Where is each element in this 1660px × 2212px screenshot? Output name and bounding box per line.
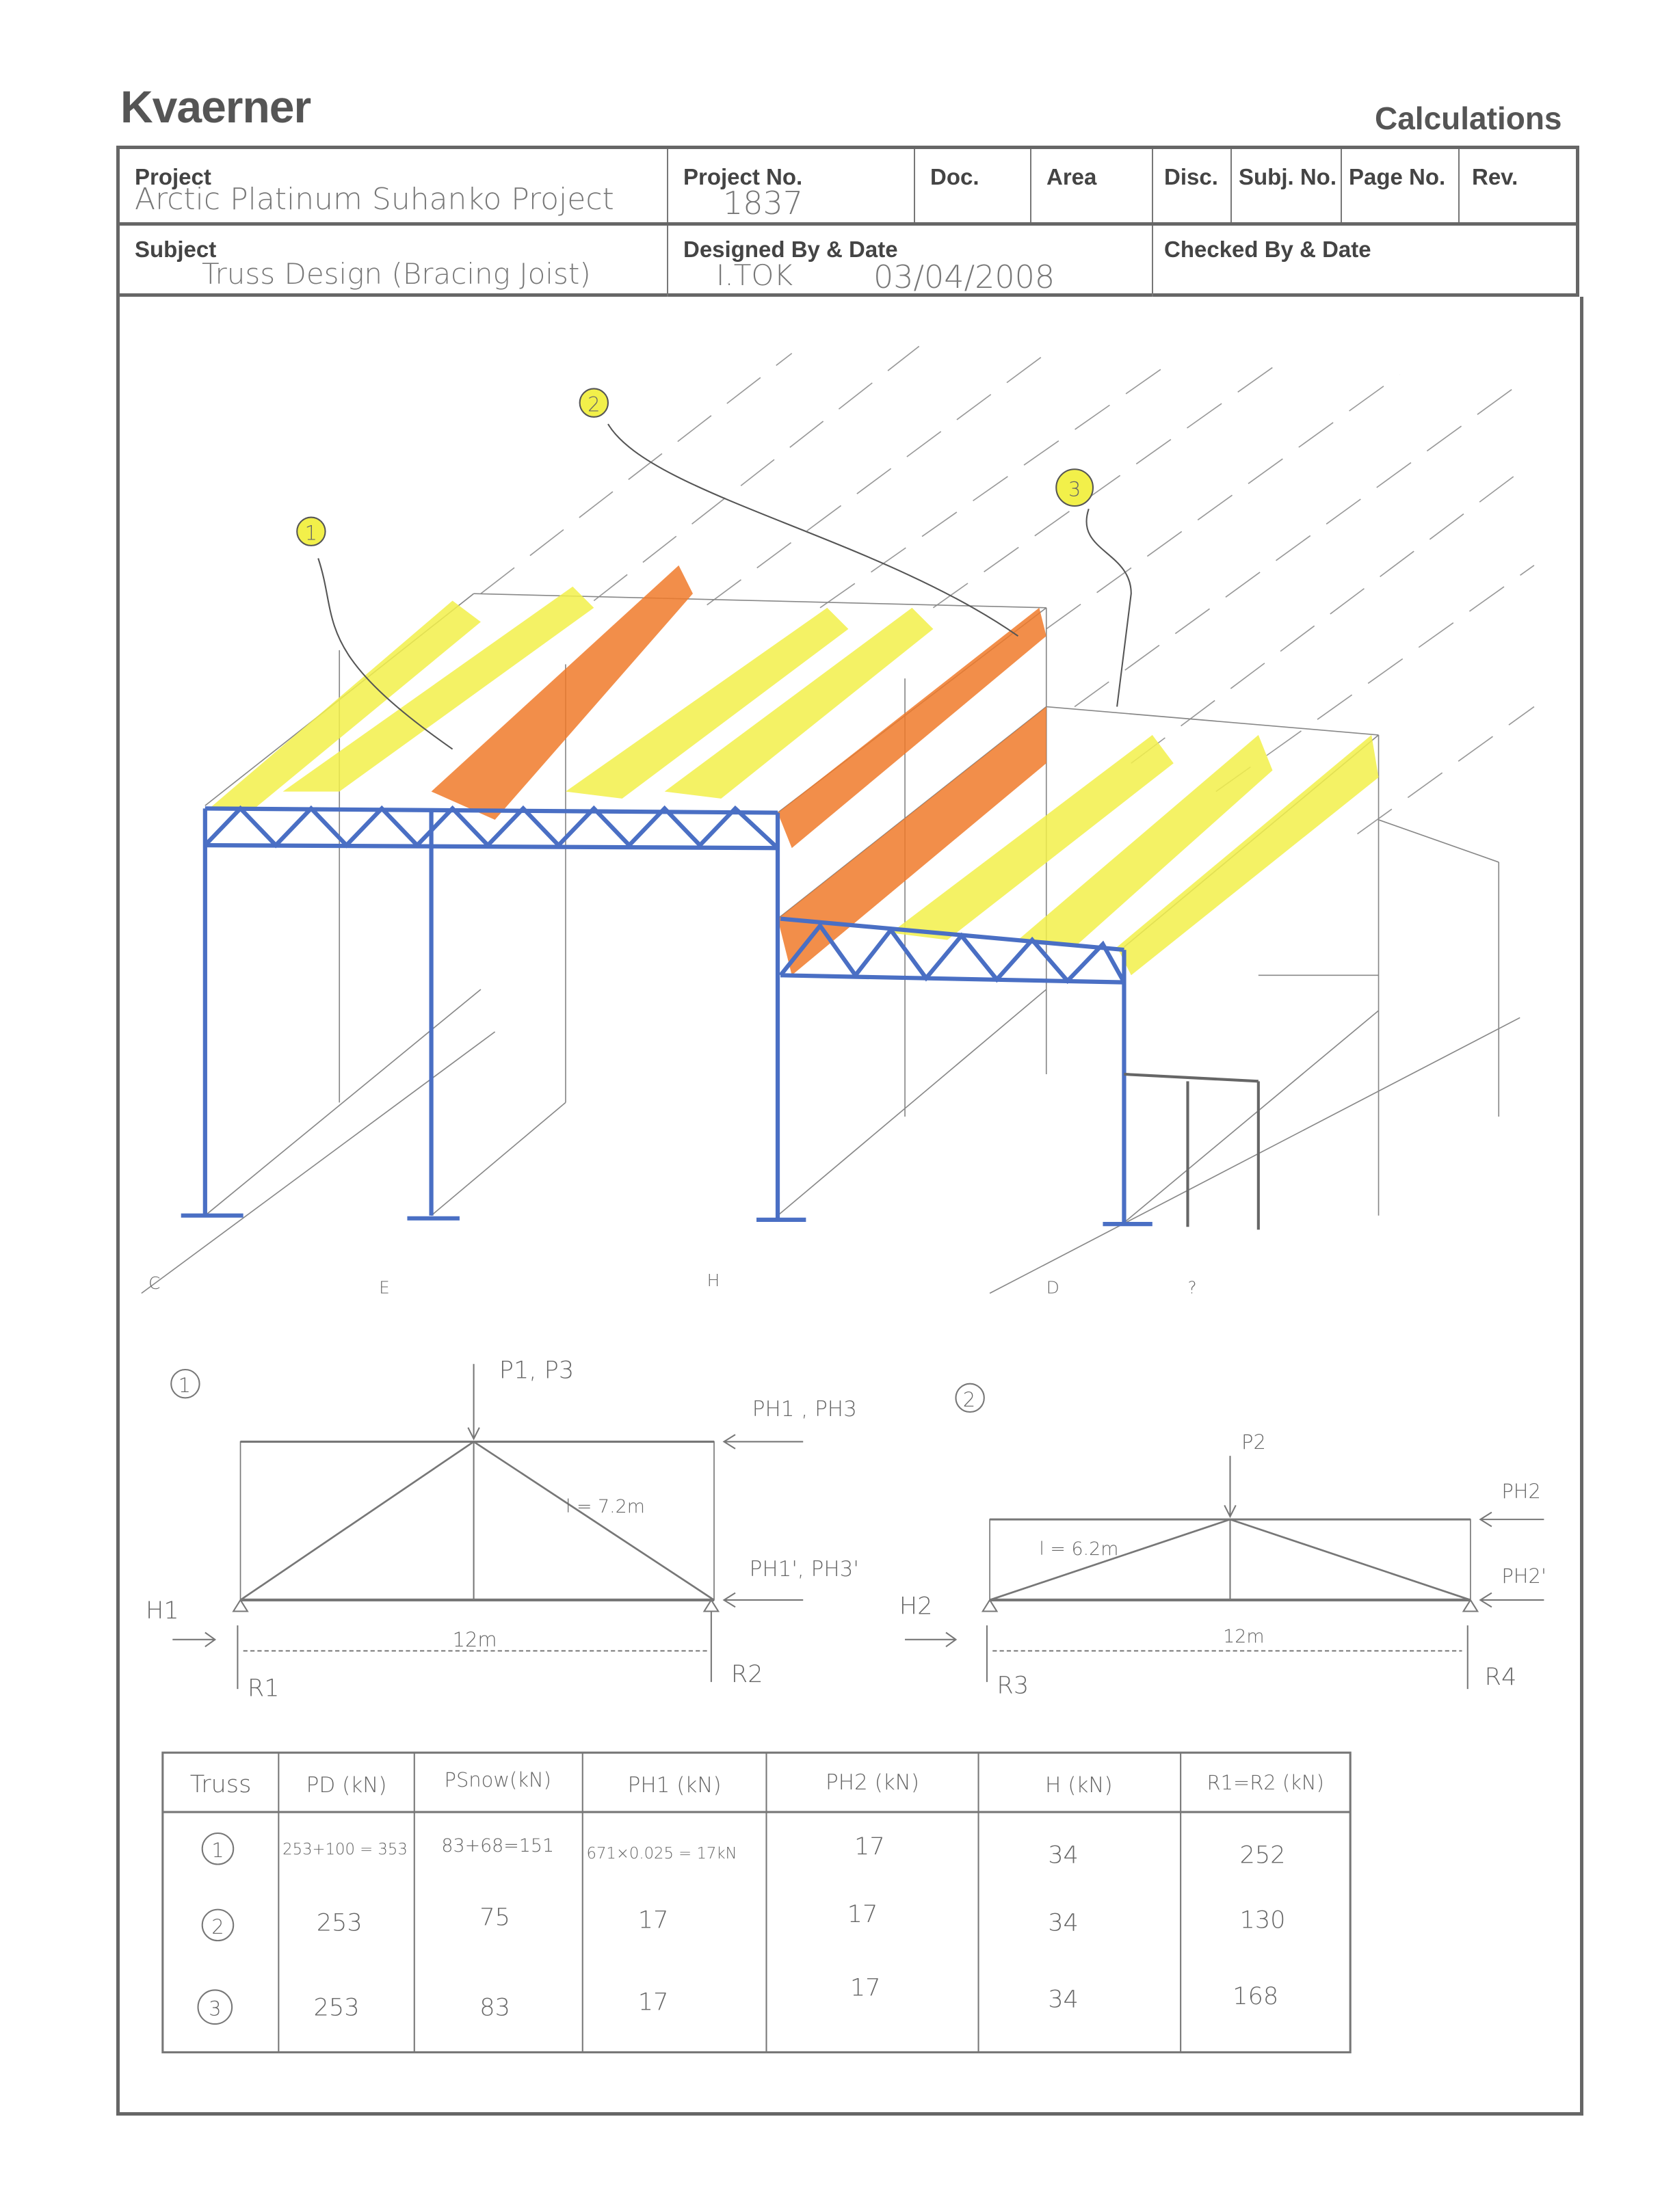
diagram-label: D	[1046, 1277, 1059, 1297]
callout-2: 2	[588, 393, 600, 416]
diagram-label: l = 7.2m	[566, 1496, 645, 1517]
designed-by-label: Designed By & Date	[683, 237, 898, 262]
diagram-label: P1, P3	[499, 1356, 574, 1384]
page-no-label: Page No.	[1349, 164, 1446, 189]
table-cell: 3	[209, 1997, 221, 2021]
doc-label: Doc.	[930, 164, 979, 189]
project-no-value: 1837	[723, 185, 804, 222]
diagram-label: 12m	[1223, 1626, 1264, 1647]
callouts: 1 2 3	[296, 388, 1132, 750]
diagram-label: 1	[179, 1374, 191, 1397]
diagram-label: ?	[1187, 1277, 1196, 1297]
table-cell: 34	[1048, 1909, 1079, 1937]
diagram-label: R2	[731, 1660, 763, 1688]
designer-value: I.TOK	[716, 258, 793, 292]
table-cell: 2	[211, 1915, 224, 1938]
table-cell: 130	[1240, 1906, 1286, 1934]
table-cell: 1	[211, 1839, 224, 1862]
diagram-label: PH1', PH3'	[750, 1557, 859, 1582]
diagram-label: l = 6.2m	[1039, 1538, 1118, 1560]
table-header: PSnow(kN)	[445, 1768, 551, 1791]
page-no-cell: Page No.	[1342, 149, 1460, 222]
callout-1: 1	[305, 522, 317, 545]
subj-no-label: Subj. No.	[1239, 164, 1336, 189]
project-cell: Project Arctic Platinum Suhanko Project	[120, 149, 668, 222]
table-header: H (kN)	[1045, 1773, 1113, 1798]
table-text: Truss PD (kN) PSnow(kN) PH1 (kN) PH2 (kN…	[190, 1768, 1324, 2022]
diagram-label: PH1 , PH3	[752, 1397, 857, 1422]
diagram-label: R3	[997, 1671, 1029, 1699]
diagram-label: 2	[963, 1388, 975, 1411]
diagram-label: H1	[146, 1597, 179, 1625]
disc-label: Disc.	[1164, 164, 1218, 189]
table-header: Truss	[190, 1770, 252, 1798]
sheet-type-title: Calculations	[1375, 101, 1562, 136]
subject-cell: Subject Truss Design (Bracing Joist)	[120, 226, 668, 297]
diagram-label: H2	[899, 1593, 933, 1621]
table-cell: 17	[850, 1974, 881, 2002]
table-cell: 17	[638, 1988, 669, 2016]
diagram-label: E	[379, 1277, 390, 1297]
diagram-label: H	[707, 1270, 720, 1290]
table-cell: 253	[314, 1994, 360, 2022]
designed-by-cell: Designed By & Date I.TOK 03/04/2008	[668, 226, 1153, 297]
table-cell: 83	[479, 1994, 510, 2022]
truss-load-table	[161, 1751, 1352, 2053]
diagram-label: P2	[1241, 1430, 1266, 1454]
table-cell: 17	[847, 1900, 878, 1928]
diagram-label: R1	[248, 1675, 280, 1703]
subject-label: Subject	[135, 237, 217, 262]
project-value: Arctic Platinum Suhanko Project	[135, 182, 614, 217]
diagram-label: 12m	[453, 1628, 497, 1651]
truss-diagram-1-labels: 1 P1, P3 PH1 , PH3 PH1', PH3' l = 7.2m 1…	[146, 1356, 859, 1702]
table-cell: 671×0.025 = 17kN	[587, 1845, 737, 1863]
table-cell: 252	[1240, 1841, 1286, 1869]
project-no-cell: Project No. 1837	[668, 149, 915, 222]
table-cell: 34	[1048, 1985, 1079, 2013]
table-cell: 34	[1048, 1841, 1079, 1869]
diagram-label: PH2'	[1501, 1564, 1546, 1588]
checked-by-label: Checked By & Date	[1164, 237, 1371, 262]
title-block: Project Arctic Platinum Suhanko Project …	[116, 146, 1579, 297]
rev-label: Rev.	[1472, 164, 1518, 189]
diagram-label: PH2	[1501, 1480, 1541, 1503]
rev-cell: Rev.	[1460, 149, 1576, 222]
date-value: 03/04/2008	[873, 258, 1055, 295]
truss-diagram-2	[905, 1383, 1544, 1690]
callout-3: 3	[1068, 478, 1081, 501]
table-cell: 253+100 = 353	[282, 1841, 408, 1858]
table-header: PH1 (kN)	[628, 1773, 722, 1798]
table-cell: 75	[479, 1903, 510, 1931]
title-block-divider	[120, 222, 1576, 226]
table-cell: 168	[1233, 1982, 1278, 2010]
company-logo: Kvaerner	[120, 81, 311, 132]
truss-diagram-1	[170, 1363, 804, 1690]
diagram-label: R4	[1485, 1663, 1517, 1691]
table-header: PD (kN)	[306, 1773, 387, 1798]
diagram-label: C	[148, 1273, 160, 1293]
roof-bracing-highlights	[209, 565, 1379, 976]
stair-structure	[1124, 1072, 1260, 1230]
steel-frames	[181, 805, 1152, 1227]
project-label: Project	[135, 164, 211, 189]
table-cell: 83+68=151	[441, 1835, 554, 1856]
area-cell: Area	[1031, 149, 1153, 222]
disc-cell: Disc.	[1153, 149, 1232, 222]
area-label: Area	[1046, 164, 1097, 189]
project-no-label: Project No.	[683, 164, 803, 189]
subject-value: Truss Design (Bracing Joist)	[202, 257, 591, 291]
subj-no-cell: Subj. No.	[1232, 149, 1342, 222]
roof-hatching	[480, 345, 1535, 835]
grid-marks: C E H D ?	[148, 1270, 1196, 1297]
table-cell: 17	[854, 1833, 885, 1861]
table-header: R1=R2 (kN)	[1207, 1771, 1323, 1794]
checked-by-cell: Checked By & Date	[1153, 226, 1576, 297]
table-cell: 17	[638, 1906, 669, 1934]
table-cell: 253	[317, 1909, 363, 1937]
truss-diagram-2-labels: 2 P2 PH2 PH2' l = 6.2m 12m H2 R3 R4	[899, 1388, 1546, 1700]
table-header: PH2 (kN)	[826, 1770, 919, 1795]
drawing-frame	[116, 297, 1583, 2116]
doc-cell: Doc.	[915, 149, 1031, 222]
